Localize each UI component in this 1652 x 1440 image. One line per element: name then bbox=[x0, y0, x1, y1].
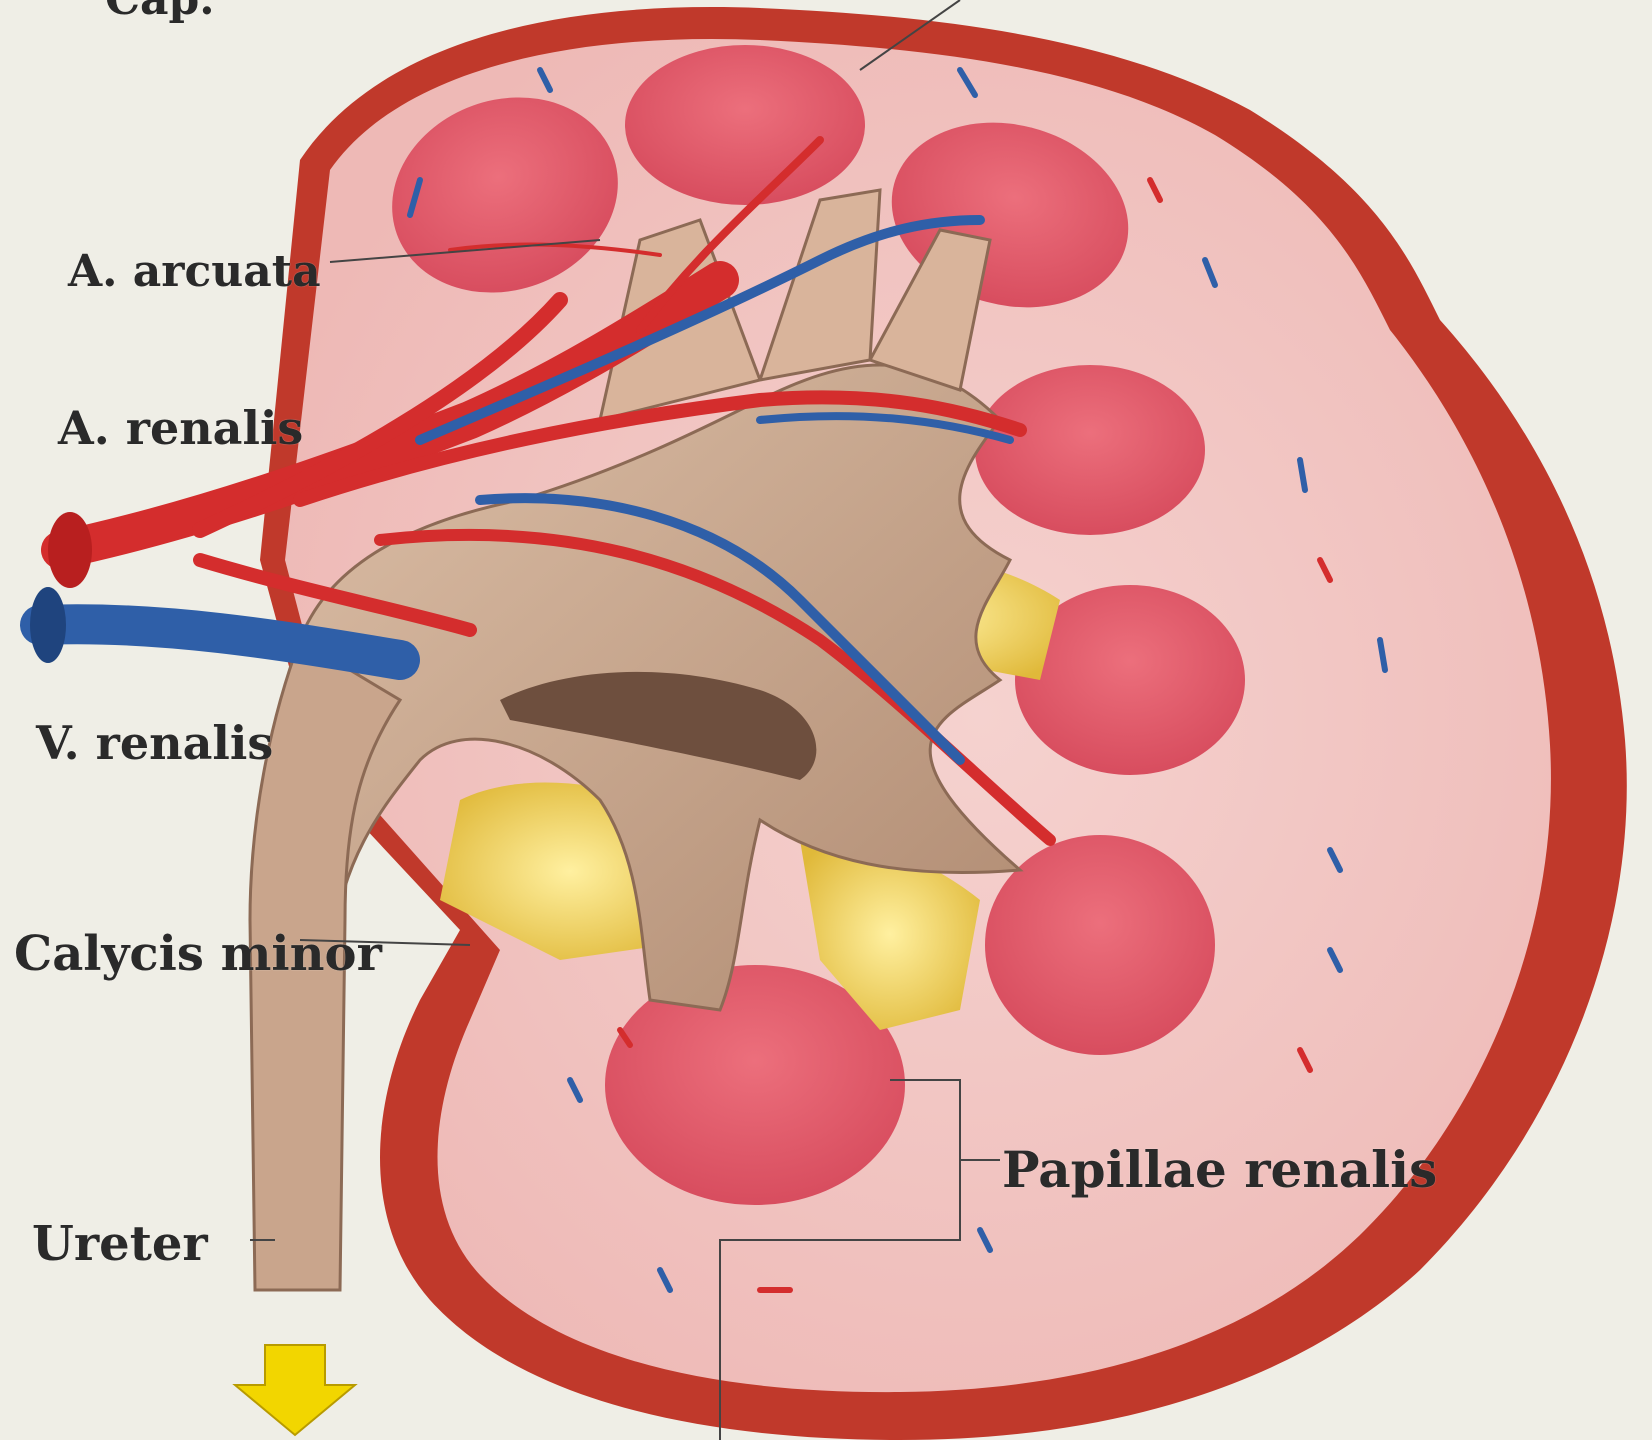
label-ureter: Ureter bbox=[32, 1220, 208, 1268]
artery-cut-end bbox=[48, 512, 92, 588]
label-papillae-renalis: Papillae renalis bbox=[1002, 1145, 1437, 1195]
vein-cut-end bbox=[30, 587, 66, 663]
label-a-arcuata: A. arcuata bbox=[68, 250, 321, 294]
label-calycis-minor: Calycis minor bbox=[14, 930, 382, 978]
label-a-renalis: A. renalis bbox=[58, 405, 303, 451]
label-v-renalis: V. renalis bbox=[36, 720, 273, 766]
label-capsule: Cap. bbox=[105, 0, 215, 22]
